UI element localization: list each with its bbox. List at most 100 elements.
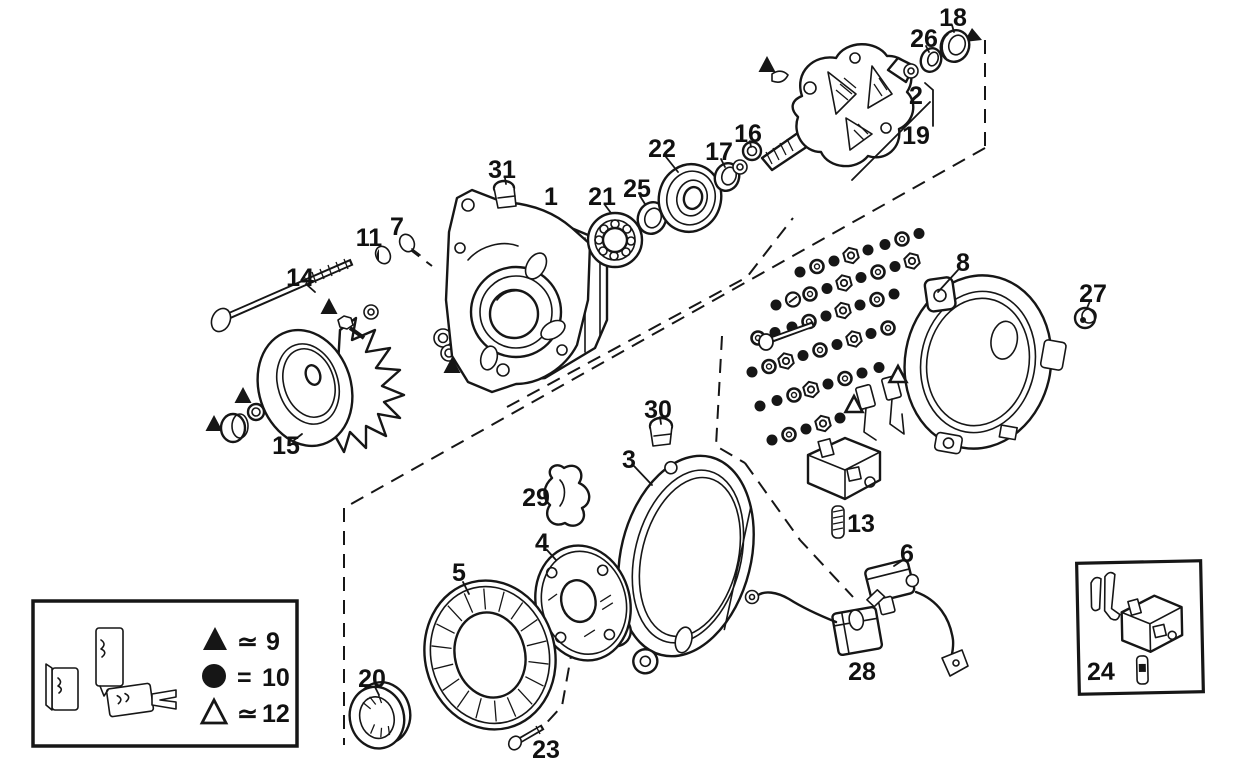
hardware-dot <box>821 283 833 294</box>
part-label-17: 17 <box>705 138 733 166</box>
filled-triangle-marker <box>320 298 338 314</box>
hardware-nut <box>777 352 795 370</box>
filled-triangle-marker <box>758 56 776 72</box>
hardware-dot <box>746 366 758 378</box>
legend-filled-circle <box>202 664 226 688</box>
open-triangle-marker <box>843 393 865 414</box>
housing-8-tab <box>933 431 963 455</box>
stator-tooth <box>436 623 455 634</box>
part-label-15: 15 <box>272 432 300 460</box>
ring-16 <box>732 140 763 175</box>
hardware-field <box>746 228 925 446</box>
housing-8-notch <box>1039 339 1067 371</box>
washer-ring-hole <box>367 308 375 316</box>
hardware-dot <box>888 288 900 300</box>
hardware-dot <box>828 255 840 267</box>
stator-tooth <box>517 688 533 705</box>
hardware-washer <box>809 258 825 275</box>
stator-tooth <box>498 591 505 612</box>
hardware-dot <box>822 378 834 390</box>
screw-7-tip <box>411 248 421 256</box>
symbol-markers <box>205 56 909 431</box>
rotor-body <box>791 43 915 168</box>
part-label-18: 18 <box>939 4 967 32</box>
hardware-dot <box>854 299 866 311</box>
ring-26 <box>919 47 943 73</box>
hardware-dot <box>862 244 874 256</box>
part-label-11: 11 <box>356 224 383 252</box>
plate-hole-2 <box>454 242 466 254</box>
inset-24-clips <box>1090 571 1121 621</box>
hardware-washer <box>786 387 802 403</box>
bolt-head <box>210 307 232 333</box>
hardware-washer <box>812 342 828 358</box>
construction-lines <box>343 28 986 745</box>
part-label-5: 5 <box>452 559 466 587</box>
hardware-nut <box>835 274 853 292</box>
screw-23 <box>507 724 545 751</box>
hardware-dot <box>873 362 885 373</box>
part-label-23: 23 <box>532 736 560 764</box>
capacitor-6 <box>864 559 969 677</box>
stator-tooth <box>510 602 524 620</box>
capacitor-wire <box>914 590 955 664</box>
legend-open-triangle <box>199 696 229 725</box>
legend-relation-3: ≃ <box>237 700 258 728</box>
bolt-threads <box>303 258 349 287</box>
retainer-washer-22 <box>657 162 723 234</box>
inset-24-regulator <box>1120 594 1184 653</box>
plate-hole-1 <box>461 198 475 212</box>
legend-filled-triangle <box>203 627 227 650</box>
leader-2-19 <box>851 101 931 181</box>
pulley-groove-2 <box>282 348 336 418</box>
hardware-dot <box>766 434 778 446</box>
retainer-washer-1-hole <box>437 332 449 344</box>
part-label-19: 19 <box>902 122 930 150</box>
suppressor-28 <box>744 589 886 657</box>
part-label-31: 31 <box>488 156 516 184</box>
grommet-29 <box>543 464 591 527</box>
washer-ring <box>363 304 379 320</box>
legend-brush-drawing <box>45 627 177 718</box>
nut-11 <box>374 245 392 265</box>
hardware-nut <box>903 252 921 270</box>
part-label-14: 14 <box>286 264 314 292</box>
open-triangle-marker <box>887 363 909 384</box>
stator-tooth <box>475 698 482 719</box>
rear-housing-8 <box>903 274 1067 455</box>
plate-hole-3 <box>496 363 510 377</box>
part-label-30: 30 <box>644 396 672 424</box>
legend-value-12: 12 <box>262 700 290 728</box>
end-shield-3 <box>599 454 755 675</box>
part-label-22: 22 <box>648 135 676 163</box>
retainer-plate-4 <box>534 544 632 662</box>
hardware-dot <box>865 328 877 339</box>
hardware-nut <box>834 301 852 320</box>
stator-tooth <box>433 663 454 670</box>
hardware-dot <box>771 395 783 406</box>
dash-leader-to-28 <box>744 462 854 598</box>
part-label-24: 24 <box>1087 658 1115 687</box>
leader-lines <box>292 24 1091 696</box>
brush-pair <box>855 374 905 441</box>
part-label-29: 29 <box>522 484 550 512</box>
stator-teeth <box>431 588 549 722</box>
legend-box: ≃ 9 = 10 ≃ 12 <box>31 599 299 748</box>
nut-11-shade <box>376 249 379 262</box>
axis-dash-diagonal <box>343 147 986 509</box>
bearing-18 <box>939 29 971 63</box>
legend-relation-1: ≃ <box>237 628 258 656</box>
hardware-dot <box>913 228 925 239</box>
vent-slot-2 <box>540 319 566 341</box>
nut-27 <box>1073 306 1097 330</box>
stator-tooth <box>431 645 452 650</box>
hardware-dot <box>855 272 867 283</box>
legend-value-9: 9 <box>266 628 280 656</box>
hardware-washer <box>870 264 886 280</box>
stator-tooth <box>493 700 497 722</box>
bracket-2-19 <box>924 82 934 127</box>
hub-bore-arc <box>496 289 521 301</box>
hardware-nut <box>842 246 860 265</box>
